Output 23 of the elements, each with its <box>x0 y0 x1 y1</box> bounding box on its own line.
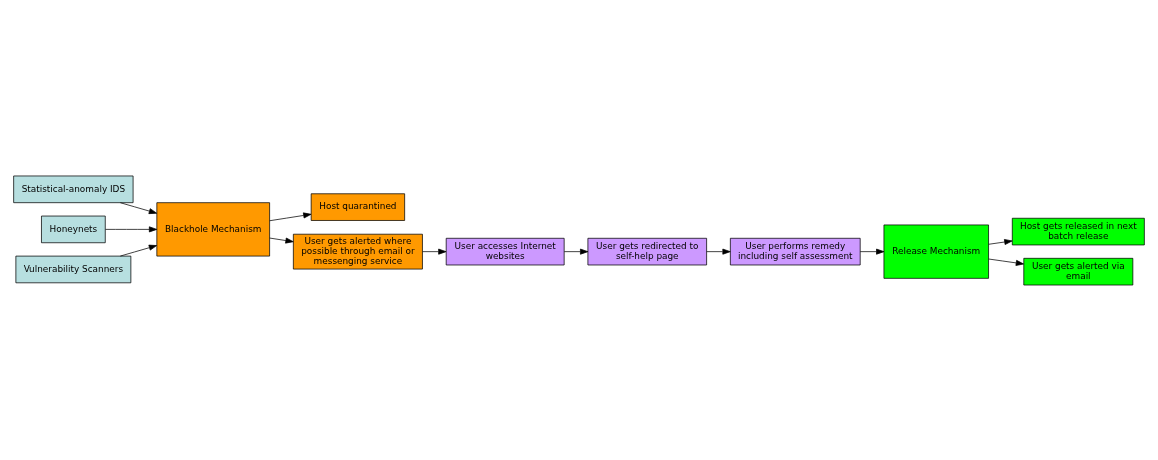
arrow <box>269 237 294 243</box>
node-box: Release Mechanism <box>883 224 989 279</box>
node-box: Honeynets <box>41 215 106 243</box>
node-box: User gets alerted via email <box>1023 257 1134 285</box>
node-box: Vulnerability Scanners <box>15 255 132 283</box>
node-box: User gets redirected to self-help page <box>587 237 707 265</box>
arrow <box>859 248 885 255</box>
node-box: User accesses Internet websites <box>445 237 565 265</box>
arrow <box>988 238 1013 245</box>
node-box: User performs remedy including self assessment <box>730 237 861 265</box>
arrow <box>422 248 447 255</box>
arrow <box>105 225 158 232</box>
node-box: Blackhole Mechanism <box>156 201 270 256</box>
arrow <box>988 258 1024 266</box>
arrow <box>120 244 157 256</box>
node-box: Statistical-anomaly IDS <box>13 175 134 203</box>
node-box: User gets alerted where possible through email or messenging service <box>293 233 423 269</box>
arrow <box>269 212 312 221</box>
node-box: Host quarantined <box>310 192 405 221</box>
arrow <box>706 248 731 255</box>
arrow <box>120 201 157 214</box>
node-box: Host gets released in next batch release <box>1011 217 1145 245</box>
arrow <box>563 248 589 255</box>
